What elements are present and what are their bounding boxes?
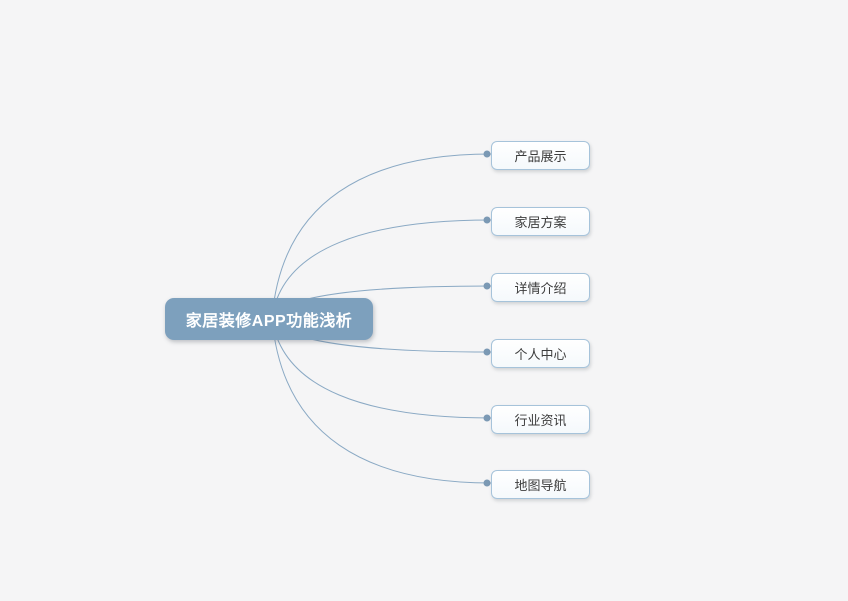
child-node-label: 个人中心 [514, 346, 567, 362]
child-node-product-display[interactable]: 产品展示 [491, 140, 590, 170]
child-node-label: 产品展示 [514, 148, 567, 164]
child-node-personal-center[interactable]: 个人中心 [491, 338, 590, 368]
branch-endpoint-dot[interactable] [483, 150, 491, 158]
child-node-detail-intro[interactable]: 详情介绍 [491, 272, 590, 302]
root-node-label: 家居装修APP功能浅析 [185, 313, 353, 330]
child-node-label: 行业资讯 [514, 412, 567, 428]
child-node-home-plan[interactable]: 家居方案 [491, 206, 590, 236]
child-node-label: 家居方案 [514, 214, 567, 230]
child-node-map-navigation[interactable]: 地图导航 [491, 469, 590, 499]
branch-connector-curve [271, 317, 492, 484]
branch-connector-curve [271, 317, 492, 419]
branch-endpoint-dot[interactable] [483, 282, 491, 290]
child-node-industry-news[interactable]: 行业资讯 [491, 404, 590, 434]
child-node-label: 地图导航 [514, 477, 567, 493]
child-node-label: 详情介绍 [514, 280, 567, 296]
branch-endpoint-dot[interactable] [483, 348, 491, 356]
branch-endpoint-dot[interactable] [483, 479, 491, 487]
branch-connector-curve [271, 153, 492, 319]
branch-endpoint-dot[interactable] [483, 216, 491, 224]
branch-endpoint-dot[interactable] [483, 414, 491, 422]
branch-connector-curve [271, 219, 492, 319]
root-node[interactable]: 家居装修APP功能浅析 [165, 298, 373, 340]
